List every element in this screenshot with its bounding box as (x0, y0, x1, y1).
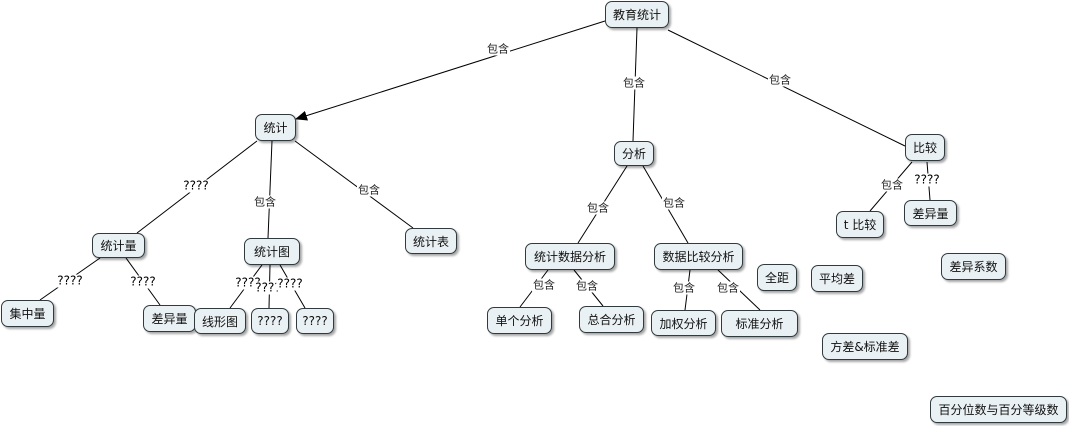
edge-label-sjbj-biaozhun: 包含 (716, 281, 740, 295)
edge-label-root-fenxi: 包含 (622, 76, 646, 90)
edge-label-tjt-c: ???? (276, 276, 304, 291)
node-tjsjfx[interactable]: 统计数据分析 (525, 243, 615, 270)
node-fenxi[interactable]: 分析 (614, 141, 654, 166)
edge-label-fenxi-tjsj: 包含 (586, 201, 610, 215)
node-xianxingtu[interactable]: 线形图 (194, 308, 246, 334)
edge-label-root-tongji: 包含 (486, 42, 510, 56)
node-chayiliang-2[interactable]: 差异量 (904, 200, 957, 226)
node-baifenwei[interactable]: 百分位数与百分等级数 (930, 396, 1067, 423)
node-chayixishu[interactable]: 差异系数 (941, 253, 1006, 280)
edge-label-bijiao-t: 包含 (880, 178, 904, 192)
node-q2[interactable]: ???? (296, 308, 334, 334)
edge-label-sjbj-jiaquan: 包含 (672, 281, 696, 295)
node-sjbjfx[interactable]: 数据比较分析 (654, 243, 743, 270)
edge-tongji-tongjibiao (294, 140, 414, 229)
node-quanju[interactable]: 全距 (757, 264, 797, 291)
edge-label-tongji-tongjitu: 包含 (253, 195, 277, 209)
edge-label-tjl-cyl: ???? (129, 274, 157, 289)
node-chayiliang-1[interactable]: 差异量 (143, 305, 196, 332)
edge-label-tongji-tongjibiao: 包含 (357, 183, 381, 197)
edge-root-bijiao (667, 29, 906, 147)
node-jiaquanfx[interactable]: 加权分析 (651, 310, 716, 336)
node-tongjibiao[interactable]: 统计表 (405, 228, 457, 254)
edge-label-root-bijiao: 包含 (768, 73, 792, 87)
node-biaozhunfx[interactable]: 标准分析 (721, 310, 798, 337)
node-q1[interactable]: ???? (251, 308, 289, 334)
node-jizhongliang[interactable]: 集中量 (1, 300, 54, 327)
edge-label-tjt-b: ???? (254, 280, 282, 295)
node-bijiao[interactable]: 比较 (905, 134, 945, 161)
edge-label-tjsj-dange: 包含 (532, 278, 556, 292)
edge-label-fenxi-sjbj: 包含 (662, 196, 686, 210)
edge-root-tongji (295, 20, 606, 121)
edge-label-bijiao-cyl: ???? (913, 172, 941, 187)
edge-label-tjsj-zonghe: 包含 (575, 279, 599, 293)
node-zonghefx[interactable]: 总合分析 (579, 306, 644, 333)
node-tbijiao[interactable]: t 比较 (836, 211, 884, 238)
node-dangefx[interactable]: 单个分析 (487, 307, 552, 334)
node-root[interactable]: 教育统计 (605, 1, 669, 28)
node-tongjitu[interactable]: 统计图 (244, 238, 300, 265)
edge-label-tjl-jzl: ???? (56, 273, 84, 288)
node-pingjuncha[interactable]: 平均差 (811, 265, 863, 292)
edge-label-tongji-tongjiliang: ???? (182, 178, 210, 193)
node-tongjiliang[interactable]: 统计量 (92, 233, 145, 258)
node-tongji[interactable]: 统计 (255, 114, 296, 141)
edge-tongji-tongjitu (267, 140, 273, 239)
node-fangcha[interactable]: 方差&标准差 (822, 333, 908, 360)
